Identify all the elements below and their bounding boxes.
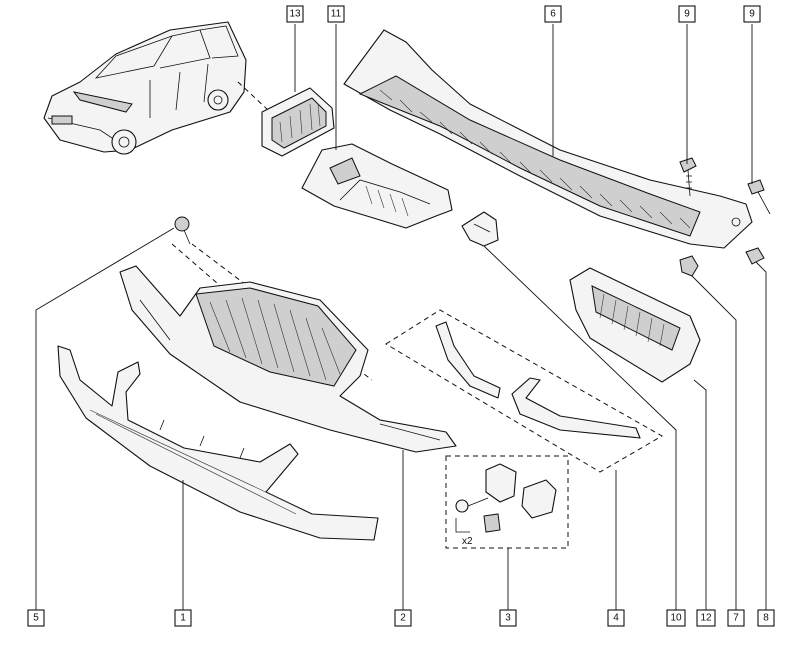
part-1-bumper-trim (57, 345, 379, 541)
callout-11: 11 (327, 5, 345, 23)
callout-5: 5 (27, 609, 45, 627)
quantity-x2-label: x2 (462, 536, 473, 547)
callout-9-right-label: 9 (749, 9, 755, 20)
callout-1: 1 (174, 609, 192, 627)
callout-13-label: 13 (289, 9, 301, 20)
part-5-fastener (174, 216, 191, 245)
callout-2-label: 2 (400, 613, 406, 624)
part-12-air-box (569, 267, 701, 383)
car-to-vent-leader (237, 81, 269, 111)
callout-8: 8 (757, 609, 775, 627)
callout-4-label: 4 (613, 613, 619, 624)
callout-7-label: 7 (733, 613, 739, 624)
callout-8-label: 8 (763, 613, 769, 624)
part-3-clip-kit: x2 (445, 455, 569, 549)
leader-lines (35, 24, 767, 610)
callout-7: 7 (727, 609, 745, 627)
part-11-bracket (301, 143, 453, 229)
part-2-grille-panel (119, 265, 457, 453)
callout-10-label: 10 (670, 613, 682, 624)
callout-10: 10 (666, 609, 686, 627)
part-4-trim-group (385, 309, 664, 473)
callout-3: 3 (499, 609, 517, 627)
part-6-cowl-panel (343, 29, 753, 249)
part-13-vent-grille (261, 87, 335, 157)
callout-13: 13 (286, 5, 304, 23)
callout-3-label: 3 (505, 613, 511, 624)
callout-9-left-label: 9 (684, 9, 690, 20)
callout-2: 2 (394, 609, 412, 627)
callout-9-right: 9 (743, 5, 761, 23)
part-8-nut (745, 247, 765, 265)
callout-11-label: 11 (331, 9, 342, 20)
car-illustration (43, 21, 247, 155)
part-7-clip (679, 255, 699, 277)
part-9-bolt-right (747, 179, 771, 215)
callout-6-label: 6 (550, 9, 556, 20)
callout-1-label: 1 (180, 613, 186, 624)
callout-12-label: 12 (700, 613, 712, 624)
part-9-bolt-left (679, 157, 697, 197)
callout-5-label: 5 (33, 613, 39, 624)
callout-6: 6 (544, 5, 562, 23)
part-10-clip (461, 211, 499, 247)
callout-9-left: 9 (678, 5, 696, 23)
callout-12: 12 (696, 609, 716, 627)
callout-4: 4 (607, 609, 625, 627)
